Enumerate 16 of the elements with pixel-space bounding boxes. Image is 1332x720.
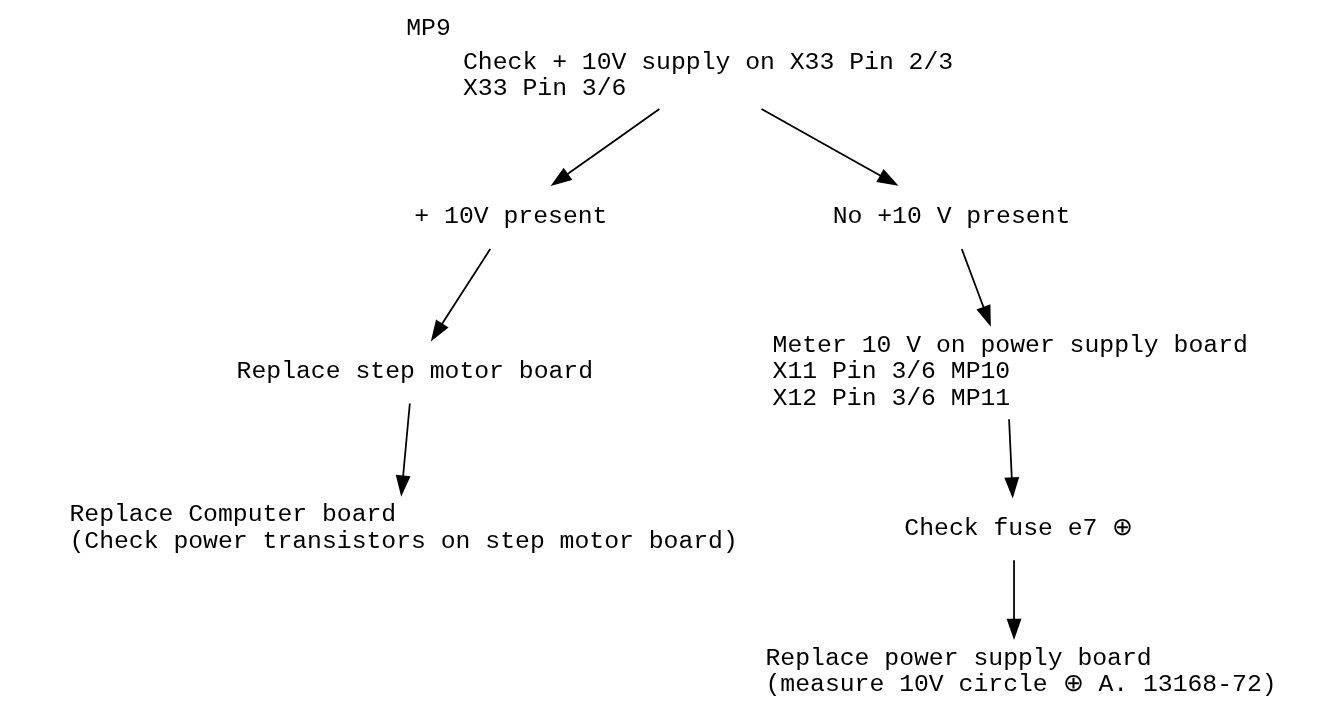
- node-text: Check + 10V supply on X33 Pin 2/3 X33 Pin 3/6: [463, 47, 954, 103]
- arrow: [395, 402, 411, 497]
- arrow: [550, 108, 661, 187]
- arrow: [1006, 559, 1022, 640]
- arrow: [430, 248, 492, 342]
- node-label: MP9: [406, 13, 451, 42]
- node-text: Replace power supply board (measure 10V circle ⊕ A. 13168-72): [765, 643, 1277, 699]
- node-text: + 10V present: [414, 202, 608, 231]
- node-text: Meter 10 V on power supply board X11 Pin 3/6 MP10 X12 Pin 3/6 MP11: [772, 330, 1248, 412]
- arrow: [1004, 418, 1020, 499]
- node-text: Replace Computer board (Check power transistors on step motor board): [69, 500, 738, 555]
- node-text: Check fuse e7 ⊕: [904, 513, 1134, 542]
- arrow: [760, 108, 899, 186]
- node-text: No +10 V present: [832, 202, 1071, 231]
- node-text: Replace step motor board: [236, 357, 594, 386]
- arrow: [960, 248, 991, 327]
